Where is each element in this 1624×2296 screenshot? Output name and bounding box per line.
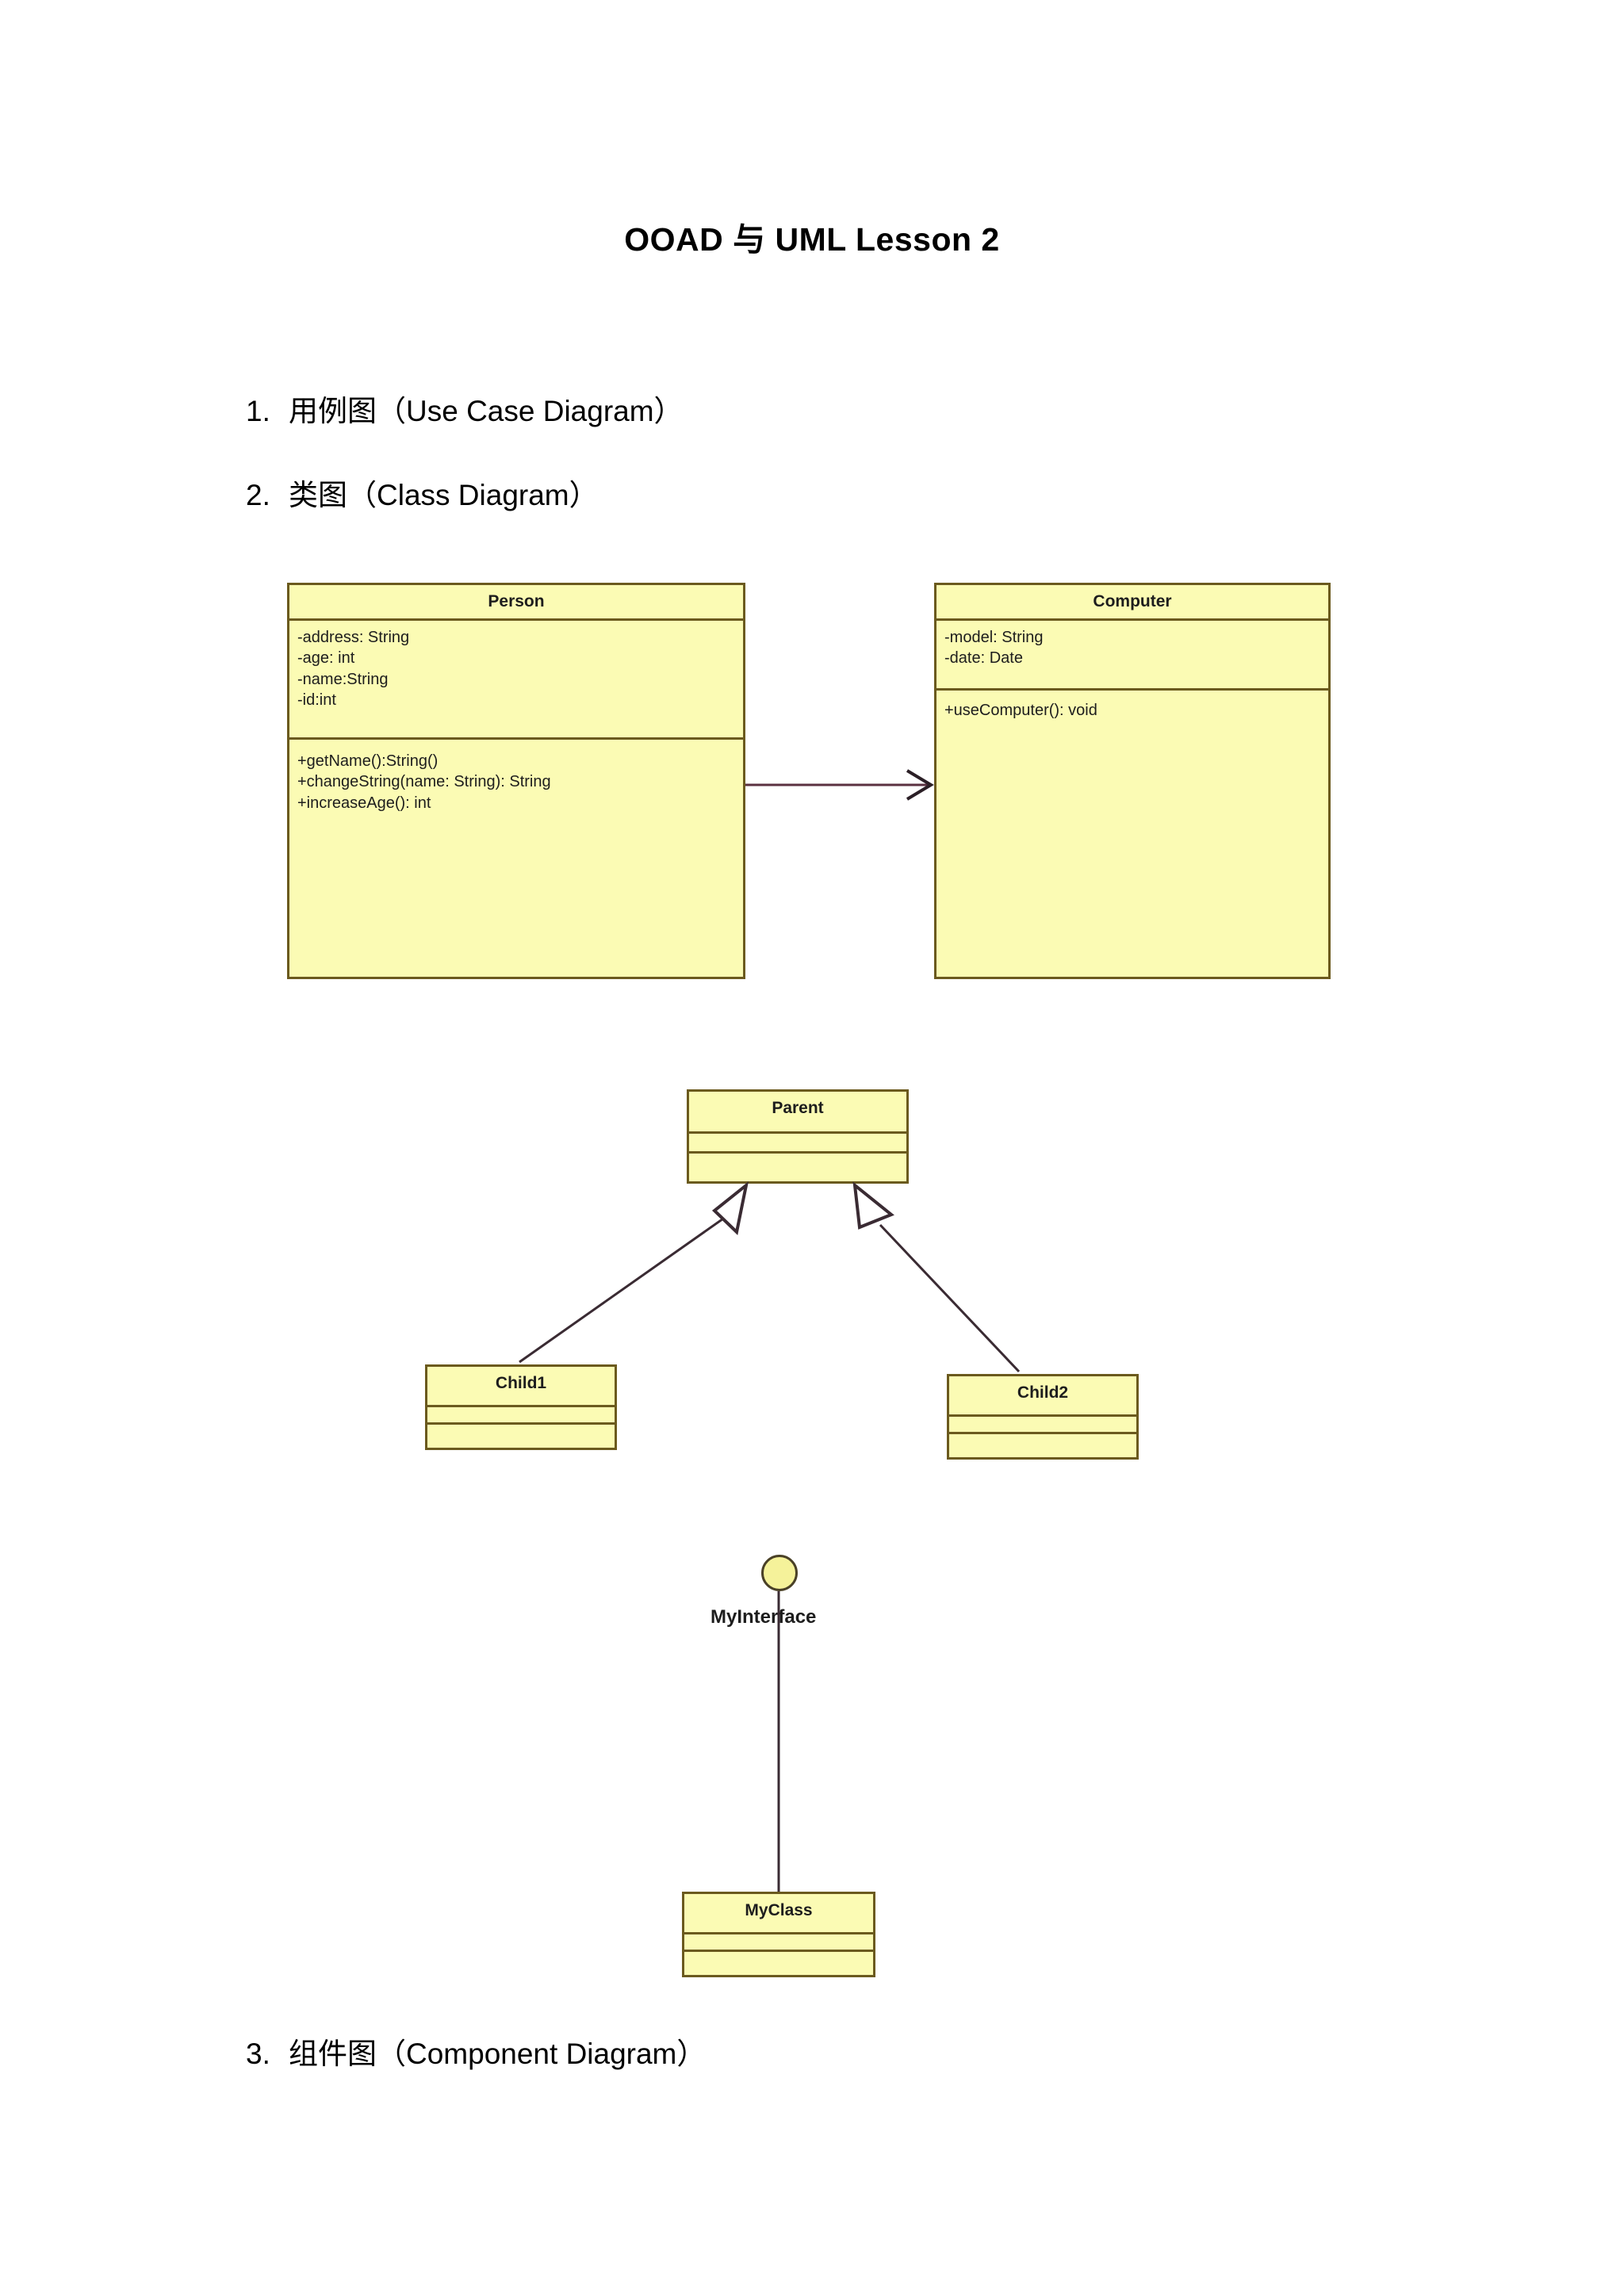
uml-attributes-child1 xyxy=(427,1405,615,1422)
uml-attributes-person: -address: String -age: int -name:String … xyxy=(289,618,743,737)
uml-operation: +changeString(name: String): String xyxy=(297,773,551,791)
uml-attributes-parent xyxy=(689,1131,906,1151)
list-item-number: 1. xyxy=(246,395,270,427)
uml-operation: +increaseAge(): int xyxy=(297,794,431,812)
uml-interface-name-myinterface: MyInterface xyxy=(710,1606,817,1628)
list-item-number: 3. xyxy=(246,2038,270,2070)
list-item-label: 类图（Class Diagram） xyxy=(289,479,599,511)
uml-class-child1: Child1 xyxy=(425,1364,617,1450)
uml-attributes-computer: -model: String -date: Date xyxy=(936,618,1328,688)
list-item-label: 组件图（Component Diagram） xyxy=(289,2038,707,2070)
uml-attribute: -age: int xyxy=(297,649,355,668)
uml-operations-myclass xyxy=(684,1950,873,1975)
uml-class-myclass: MyClass xyxy=(682,1892,875,1977)
uml-class-name-child2: Child2 xyxy=(1017,1383,1069,1402)
uml-class-person: Person -address: String -age: int -name:… xyxy=(287,583,745,979)
uml-attribute: -address: String xyxy=(297,629,410,647)
uml-operations-computer: +useComputer(): void xyxy=(936,688,1328,727)
uml-operations-parent xyxy=(689,1151,906,1181)
uml-class-name-computer: Computer xyxy=(1093,592,1172,610)
list-item-component-diagram: 3. 组件图（Component Diagram） xyxy=(246,2030,706,2072)
uml-class-name-parent: Parent xyxy=(772,1099,824,1117)
uml-class-child2: Child2 xyxy=(947,1374,1139,1460)
uml-operations-child1 xyxy=(427,1422,615,1448)
uml-class-computer: Computer -model: String -date: Date +use… xyxy=(934,583,1331,979)
list-item-class-diagram: 2. 类图（Class Diagram） xyxy=(246,471,599,514)
uml-attributes-myclass xyxy=(684,1932,873,1950)
connector-person-to-computer xyxy=(745,769,934,801)
uml-class-name-myclass: MyClass xyxy=(745,1901,813,1919)
uml-attribute: -id:int xyxy=(297,691,336,710)
uml-class-parent: Parent xyxy=(687,1089,909,1184)
uml-attribute: -date: Date xyxy=(944,649,1023,668)
uml-interface-lollipop-myinterface xyxy=(761,1555,798,1591)
uml-operations-child2 xyxy=(949,1432,1136,1457)
uml-operations-person: +getName():String() +changeString(name: … xyxy=(289,737,743,820)
uml-class-name-child1: Child1 xyxy=(495,1374,547,1392)
uml-class-name-person: Person xyxy=(488,592,545,610)
list-item-use-case-diagram: 1. 用例图（Use Case Diagram） xyxy=(246,387,684,430)
uml-attributes-child2 xyxy=(949,1414,1136,1432)
uml-attribute: -name:String xyxy=(297,670,389,688)
uml-operation: +useComputer(): void xyxy=(944,702,1097,720)
connector-child2-to-parent xyxy=(852,1181,1021,1373)
connector-child1-to-parent xyxy=(519,1181,749,1364)
uml-attribute: -model: String xyxy=(944,629,1044,647)
page-title: OOAD 与 UML Lesson 2 xyxy=(624,221,1000,258)
uml-operation: +getName():String() xyxy=(297,752,439,771)
list-item-number: 2. xyxy=(246,479,270,511)
list-item-label: 用例图（Use Case Diagram） xyxy=(289,395,684,427)
